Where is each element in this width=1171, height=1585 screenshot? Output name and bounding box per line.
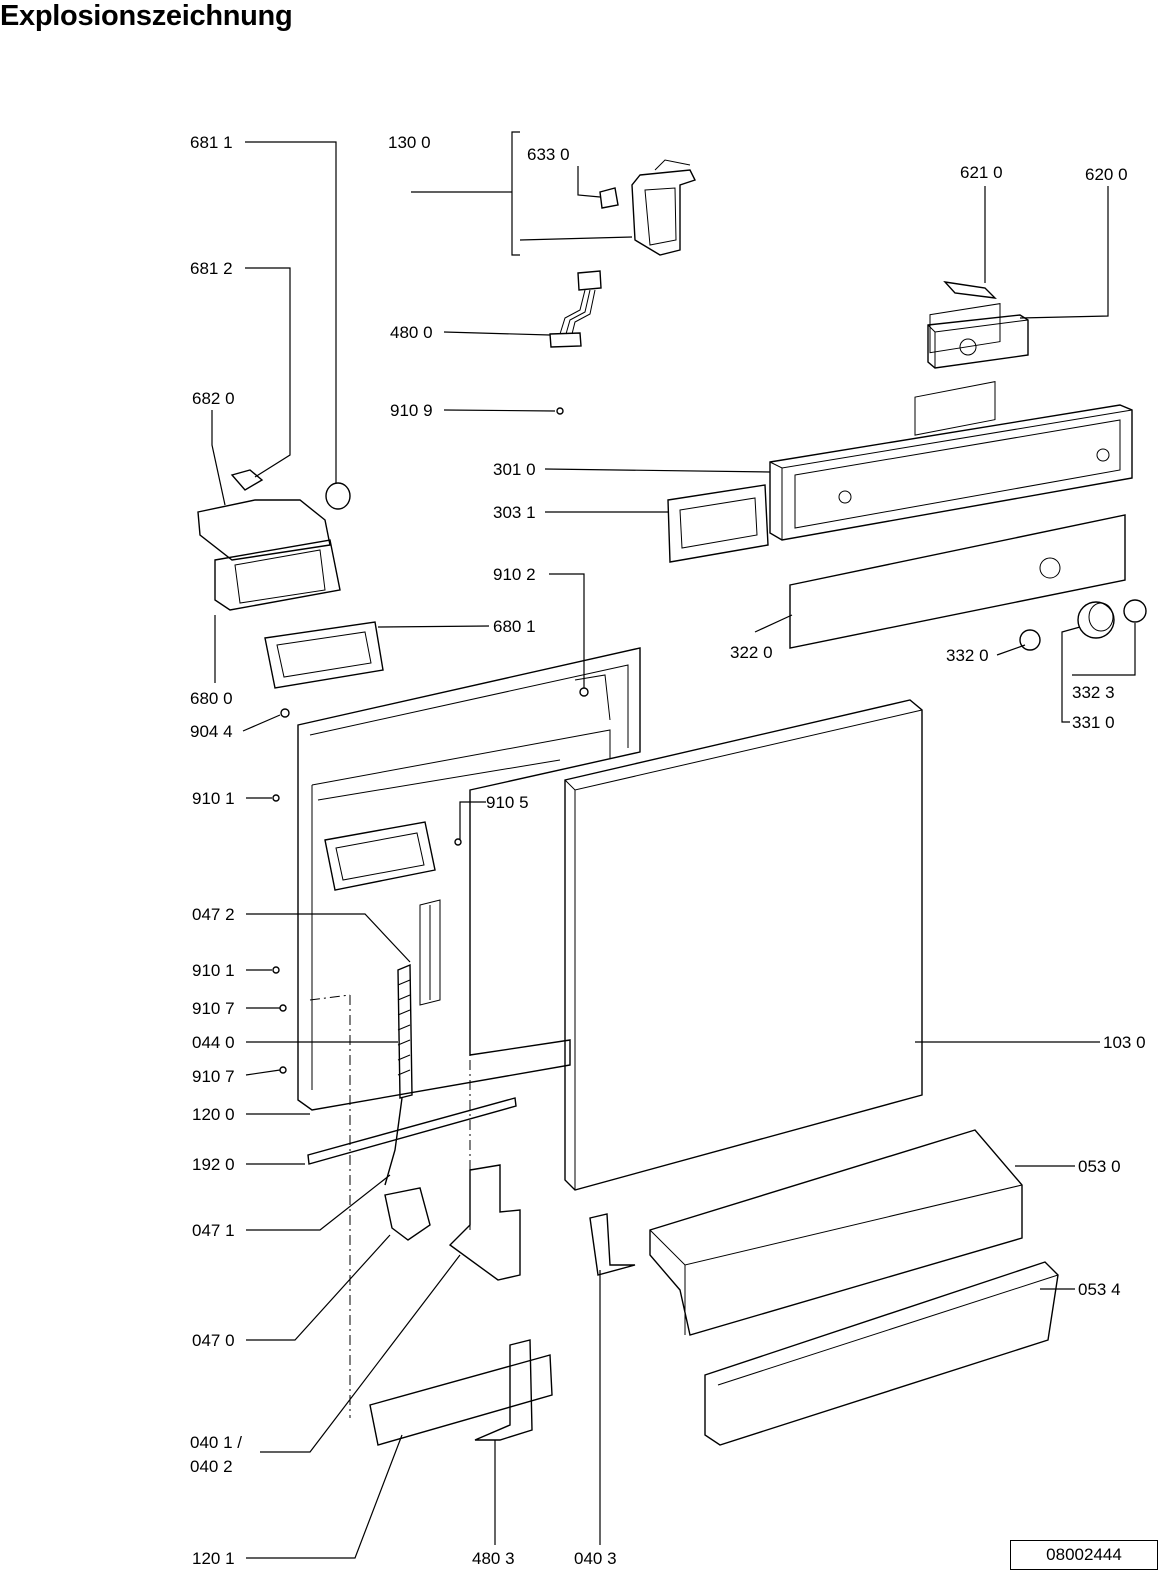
label-1300: 130 0	[388, 133, 431, 152]
screws	[272, 708, 462, 1074]
label-6801: 680 1	[493, 617, 536, 636]
part-door-panel	[564, 699, 923, 1191]
part-control-panel	[769, 303, 1133, 541]
label-6811: 681 1	[190, 133, 233, 152]
label-6800: 680 0	[190, 689, 233, 708]
part-knobs	[1019, 599, 1147, 651]
part-kick-plate	[649, 1129, 1023, 1336]
part-plinth-cover	[704, 1261, 1059, 1446]
label-0472: 047 2	[192, 905, 235, 924]
part-detergent-dispenser	[197, 469, 351, 611]
part-fascia-panel	[789, 380, 1126, 649]
part-cable-bracket	[474, 1339, 533, 1441]
label-1201: 120 1	[192, 1549, 235, 1568]
label-4803: 480 3	[472, 1549, 515, 1568]
drawing-number-box: 08002444	[1010, 1540, 1158, 1570]
label-9107a: 910 7	[192, 999, 235, 1018]
part-hinge-bracket	[448, 1164, 521, 1281]
page-title: Explosionszeichnung	[0, 0, 293, 32]
label-0471: 047 1	[192, 1221, 235, 1240]
label-0402: 040 2	[190, 1457, 233, 1476]
part-small-board	[943, 281, 997, 299]
label-3310: 331 0	[1072, 713, 1115, 732]
label-9101b: 910 1	[192, 961, 235, 980]
label-9101a: 910 1	[192, 789, 235, 808]
label-0440: 044 0	[192, 1033, 235, 1052]
label-3320: 332 0	[946, 646, 989, 665]
label-9109: 910 9	[390, 401, 433, 420]
part-control-module	[927, 314, 1029, 369]
label-6330: 633 0	[527, 145, 570, 164]
label-0470: 047 0	[192, 1331, 235, 1350]
label-1030: 103 0	[1103, 1033, 1146, 1052]
label-6812: 681 2	[190, 259, 233, 278]
part-seal-strip	[307, 1097, 517, 1165]
part-labels: 681 1 130 0 633 0 621 0 620 0 681 2 480 …	[190, 133, 1146, 1568]
label-0403: 040 3	[574, 1549, 617, 1568]
leader-lines	[211, 131, 1136, 1559]
label-6210: 621 0	[960, 163, 1003, 182]
label-3323: 332 3	[1072, 683, 1115, 702]
label-1920: 192 0	[192, 1155, 235, 1174]
label-9102: 910 2	[493, 565, 536, 584]
part-door-lock-assembly	[599, 159, 696, 256]
label-6820: 682 0	[192, 389, 235, 408]
part-bottom-strip	[369, 1354, 553, 1446]
part-inner-door	[297, 647, 641, 1111]
label-1200: 120 0	[192, 1105, 235, 1124]
label-0534: 053 4	[1078, 1280, 1121, 1299]
part-cable-harness	[549, 270, 602, 348]
part-hinge-spring	[384, 963, 413, 1186]
part-corner-bracket	[589, 1213, 636, 1276]
label-9107b: 910 7	[192, 1067, 235, 1086]
assembly-line	[309, 994, 351, 1001]
part-hinge	[384, 1187, 431, 1241]
part-dispenser-gasket	[264, 621, 384, 689]
part-screw-9109	[556, 407, 564, 415]
label-9044: 904 4	[190, 722, 233, 741]
label-3031: 303 1	[493, 503, 536, 522]
label-9105: 910 5	[486, 793, 529, 812]
label-3010: 301 0	[493, 460, 536, 479]
label-6200: 620 0	[1085, 165, 1128, 184]
part-handle	[667, 484, 769, 563]
label-0401: 040 1 /	[190, 1433, 242, 1452]
label-4800: 480 0	[390, 323, 433, 342]
label-0530: 053 0	[1078, 1157, 1121, 1176]
label-3220: 322 0	[730, 643, 773, 662]
